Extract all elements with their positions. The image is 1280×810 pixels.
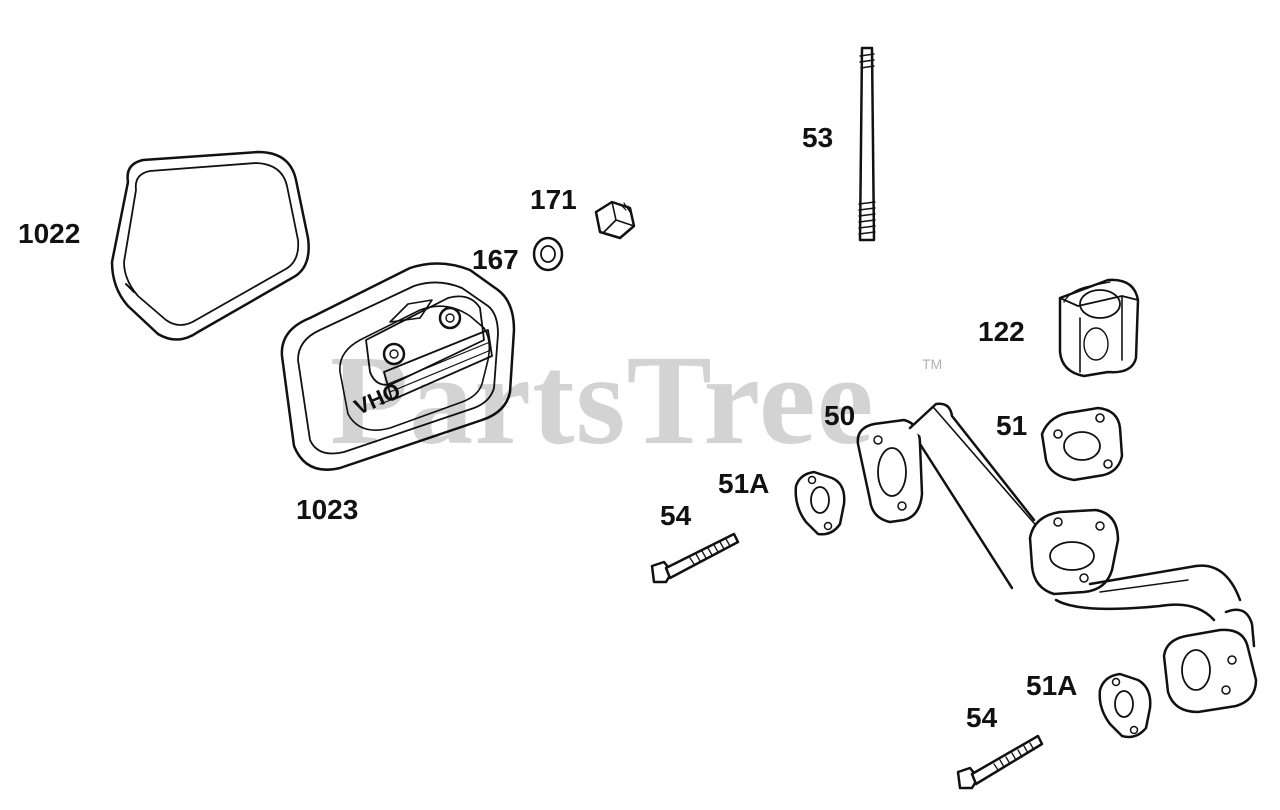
nut-171[interactable] <box>594 200 636 240</box>
gasket-51a-lower[interactable] <box>1098 672 1152 739</box>
callout-54-lower: 54 <box>966 702 998 733</box>
callout-122: 122 <box>978 316 1025 347</box>
intake-manifold-50[interactable] <box>856 402 1258 714</box>
callout-51a-upper: 51A <box>718 468 770 499</box>
gasket-51[interactable] <box>1040 406 1124 482</box>
callout-53: 53 <box>802 122 834 153</box>
callout-54-upper: 54 <box>660 500 692 531</box>
watermark: PartsTree <box>330 329 875 471</box>
callout-51: 51 <box>996 410 1028 441</box>
valve-cover-1023[interactable] <box>280 262 516 471</box>
callout-167: 167 <box>472 244 519 275</box>
callout-51a-lower: 51A <box>1026 670 1078 701</box>
spacer-122[interactable] <box>1058 278 1140 378</box>
stud-53[interactable] <box>858 46 876 242</box>
gasket-51a-upper[interactable] <box>794 470 846 536</box>
callout-1023: 1023 <box>296 494 359 525</box>
valve-cover-gasket-1022[interactable] <box>110 150 310 341</box>
callout-171: 171 <box>530 184 577 215</box>
trademark-symbol: TM <box>922 356 943 372</box>
screw-54-upper[interactable] <box>650 532 740 584</box>
callout-1022: 1022 <box>18 218 81 249</box>
washer-167[interactable] <box>532 236 564 272</box>
callout-50: 50 <box>824 400 856 431</box>
screw-54-lower[interactable] <box>956 734 1044 790</box>
